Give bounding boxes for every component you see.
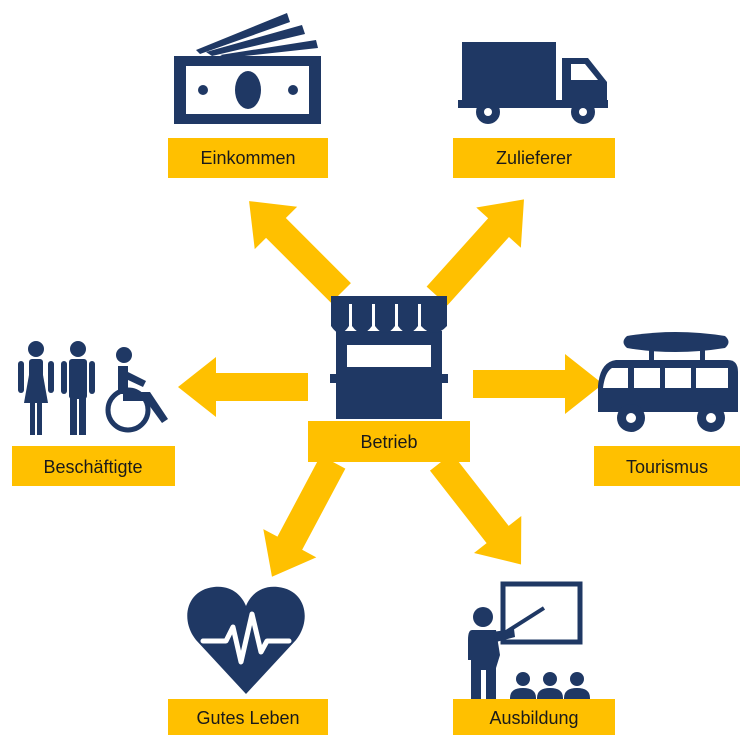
label-ausbildung: Ausbildung — [453, 699, 615, 735]
arrow-to-tourismus — [473, 354, 603, 414]
arrow-to-beschaeftigte — [178, 357, 308, 417]
arrow-to-einkommen — [227, 179, 363, 315]
camper-van-icon — [598, 332, 738, 432]
label-beschaeftigte: Beschäftigte — [12, 446, 175, 486]
market-stall-icon — [330, 296, 448, 419]
teacher-board-icon — [468, 581, 590, 703]
banknotes-icon — [174, 13, 321, 124]
label-ausbildung-text: Ausbildung — [489, 708, 578, 728]
label-einkommen: Einkommen — [168, 138, 328, 178]
heart-pulse-icon — [187, 586, 305, 694]
arrow-to-gutes-leben — [245, 447, 360, 591]
label-einkommen-text: Einkommen — [200, 148, 295, 168]
label-tourismus-text: Tourismus — [626, 457, 708, 477]
label-zulieferer-text: Zulieferer — [496, 148, 572, 168]
label-gutes-leben-text: Gutes Leben — [196, 708, 299, 728]
label-betrieb-text: Betrieb — [360, 432, 417, 452]
label-gutes-leben: Gutes Leben — [168, 699, 328, 735]
label-tourismus: Tourismus — [594, 446, 740, 486]
delivery-truck-icon — [458, 42, 608, 124]
label-beschaeftigte-text: Beschäftigte — [43, 457, 142, 477]
label-betrieb: Betrieb — [308, 421, 470, 462]
arrow-to-ausbildung — [417, 443, 545, 583]
label-zulieferer: Zulieferer — [453, 138, 615, 178]
people-icon — [18, 341, 168, 435]
arrow-to-zulieferer — [414, 179, 547, 317]
